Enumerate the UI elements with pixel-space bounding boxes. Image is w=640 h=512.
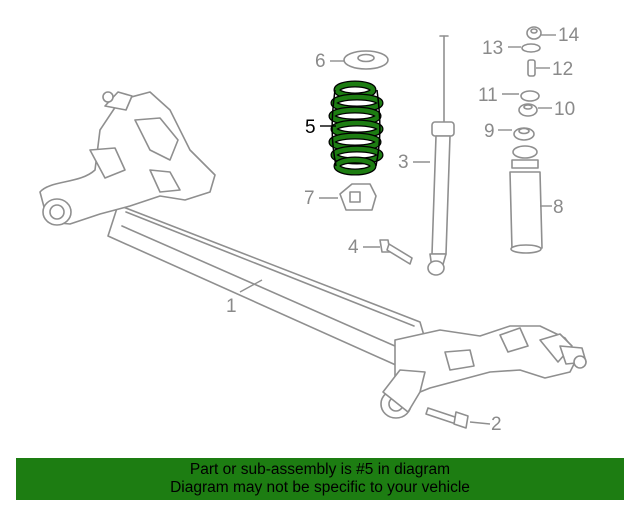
callout-9[interactable]: 9 [484, 121, 495, 142]
retainer-ring[interactable] [521, 43, 541, 53]
callout-8[interactable]: 8 [553, 197, 564, 218]
banner-line-2: Diagram may not be specific to your vehi… [170, 479, 470, 496]
washer[interactable] [520, 90, 540, 102]
banner-line-1: Part or sub-assembly is #5 in diagram [189, 461, 451, 478]
upper-mount[interactable] [518, 103, 538, 117]
callout-3[interactable]: 3 [398, 152, 409, 173]
callout-6[interactable]: 6 [315, 51, 326, 72]
shock-absorber[interactable] [427, 35, 455, 276]
coil-spring-outline [331, 89, 381, 167]
rear-axle-beam[interactable] [39, 91, 587, 419]
upper-spring-seat[interactable] [343, 50, 389, 70]
callout-13[interactable]: 13 [482, 38, 503, 59]
callout-12[interactable]: 12 [552, 59, 573, 80]
info-banner: Part or sub-assembly is #5 in diagram Di… [16, 458, 624, 500]
coil-spring[interactable] [328, 80, 384, 176]
callout-4[interactable]: 4 [348, 237, 359, 258]
callout-7[interactable]: 7 [304, 188, 315, 209]
coil-spring-turn [334, 157, 376, 175]
nut[interactable] [526, 26, 542, 40]
callout-10[interactable]: 10 [554, 99, 575, 120]
callout-5[interactable]: 5 [305, 117, 316, 138]
pivot-bolt[interactable] [425, 407, 469, 429]
callout-2[interactable]: 2 [491, 414, 502, 435]
spacer[interactable] [527, 59, 536, 77]
callouts: 1 2 3 4 5 6 7 8 9 10 11 12 13 14 [226, 25, 580, 435]
mount-bushing[interactable] [513, 127, 535, 141]
dust-boot[interactable] [509, 145, 543, 254]
leader-lines [239, 34, 556, 425]
parts-diagram: 1 2 3 4 5 6 7 8 9 10 11 12 13 14 [39, 25, 587, 435]
lower-spring-seat[interactable] [339, 183, 377, 211]
callout-14[interactable]: 14 [558, 25, 580, 46]
shock-lower-bolt[interactable] [379, 239, 413, 265]
callout-1[interactable]: 1 [226, 296, 237, 317]
callout-11[interactable]: 11 [478, 85, 498, 106]
